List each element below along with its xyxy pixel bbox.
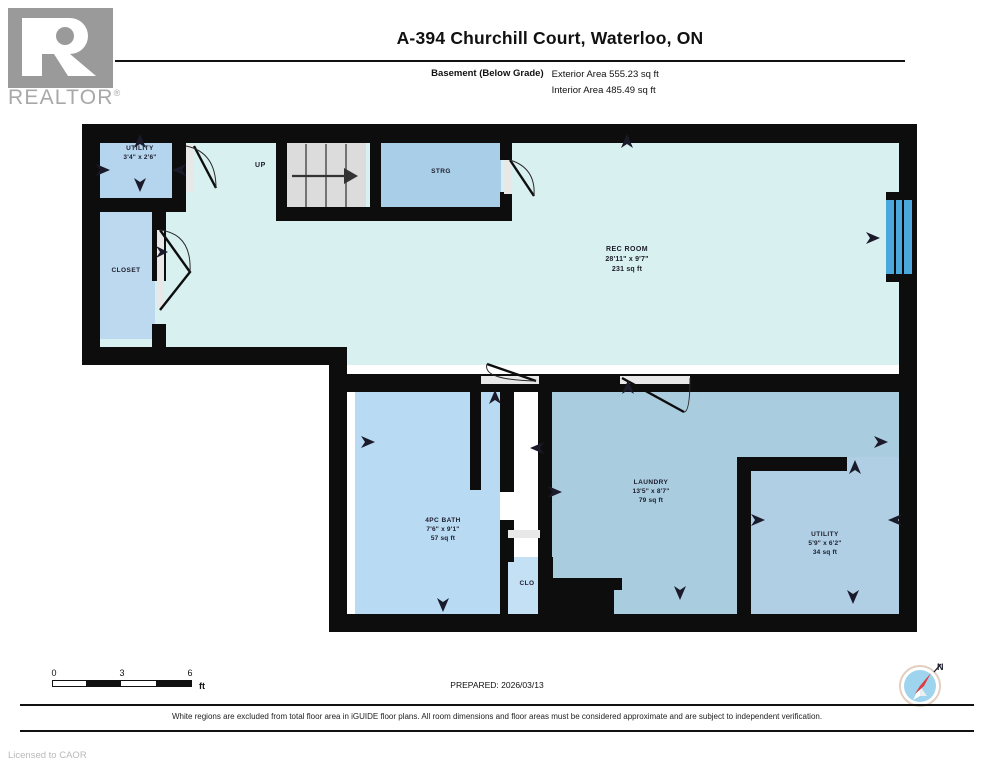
room-name: 4PC BATH bbox=[425, 517, 461, 524]
title-divider bbox=[115, 60, 905, 62]
wall-rec-bottom-left bbox=[82, 347, 347, 365]
compass-north-label: N bbox=[937, 662, 944, 672]
wall-storage-bottom bbox=[370, 207, 512, 221]
realtor-wordmark: REALTOR® bbox=[8, 86, 122, 110]
interior-area-label: Interior Area 485.49 sq ft bbox=[551, 84, 656, 96]
plan-subtitle: Basement (Below Grade) Exterior Area 555… bbox=[115, 67, 975, 98]
room-dimensions: 13'5" x 8'7" bbox=[632, 488, 670, 496]
utility-upper-floor bbox=[100, 142, 183, 199]
wall-closet-right-lower bbox=[152, 324, 166, 362]
realtor-logo-mark bbox=[8, 8, 113, 88]
wall-storage-left bbox=[370, 142, 381, 221]
scale-unit-label: ft bbox=[199, 681, 205, 691]
room-label-storage: STRG bbox=[431, 167, 451, 176]
room-name: STRG bbox=[431, 168, 451, 175]
room-dimensions: 5'9" x 6'2" bbox=[808, 540, 842, 548]
room-name: REC ROOM bbox=[605, 246, 649, 253]
scale-tick-6: 6 bbox=[187, 668, 193, 678]
room-name: UTILITY bbox=[811, 531, 839, 538]
wall-stairs-left bbox=[276, 142, 287, 221]
stairs-direction-label: UP bbox=[255, 162, 266, 169]
wall-utility-lower-left bbox=[737, 457, 751, 627]
door-closet bbox=[157, 229, 192, 311]
room-area: 79 sq ft bbox=[638, 497, 664, 505]
exterior-area-label: Exterior Area 555.23 sq ft bbox=[551, 69, 659, 80]
room-name: CLO bbox=[519, 580, 535, 587]
plan-footer: 0 3 6 ft PREPARED: 2026/03/13 N White re… bbox=[0, 642, 994, 768]
rec-room-floor bbox=[98, 142, 905, 365]
wall-bath-stub bbox=[470, 392, 481, 490]
floor-plan-drawing bbox=[82, 124, 917, 632]
door-bath bbox=[481, 362, 539, 384]
room-name: CLOSET bbox=[111, 267, 141, 274]
closet-floor bbox=[100, 211, 155, 339]
room-label-utility-upper: UTILITY 3'4" x 2'6" bbox=[123, 144, 156, 162]
wall-lower-bottom bbox=[329, 614, 917, 632]
door-laundry bbox=[620, 376, 691, 414]
room-name: UTILITY bbox=[126, 145, 154, 152]
scale-tick-3: 3 bbox=[119, 668, 125, 678]
room-area: 231 sq ft bbox=[611, 265, 643, 273]
door-utility-upper bbox=[185, 144, 218, 192]
licensed-to-label: Licensed to CAOR bbox=[8, 750, 87, 761]
footer-divider-top bbox=[20, 704, 974, 706]
door-storage bbox=[504, 159, 535, 197]
area-summary: Exterior Area 555.23 sq ft Interior Area… bbox=[552, 67, 659, 98]
storage-floor bbox=[381, 142, 501, 210]
window-right-wall bbox=[886, 192, 912, 282]
page-title: A-394 Churchill Court, Waterloo, ON bbox=[396, 28, 704, 48]
utility-lower-floor bbox=[750, 457, 905, 627]
prepared-date: PREPARED: 2026/03/13 bbox=[450, 680, 544, 690]
room-label-bath: 4PC BATH 7'6" x 9'1" 57 sq ft bbox=[425, 516, 461, 544]
wall-bath-right-lower bbox=[500, 520, 514, 562]
wall-clo-left bbox=[500, 557, 508, 627]
room-label-closet: CLOSET bbox=[111, 266, 140, 275]
compass-rose: N bbox=[893, 656, 951, 710]
stair-direction-arrow bbox=[292, 168, 358, 184]
room-label-rec-room: REC ROOM 28'11" x 9'7" 231 sq ft bbox=[605, 245, 648, 275]
wall-storage-right-top bbox=[500, 142, 512, 160]
wall-utility-lower-top bbox=[737, 457, 847, 471]
excluded-region-block bbox=[552, 586, 614, 622]
wall-utility-upper-bottom bbox=[82, 198, 186, 212]
wall-exterior-top bbox=[82, 124, 917, 143]
scale-segment-2 bbox=[156, 681, 191, 686]
room-dimensions: 7'6" x 9'1" bbox=[426, 526, 460, 534]
wall-laundry-bottom-step bbox=[552, 578, 622, 590]
wall-lower-right bbox=[899, 374, 917, 632]
scale-segment-1 bbox=[86, 681, 121, 686]
wall-clo-right bbox=[545, 557, 553, 627]
wall-lower-left bbox=[329, 374, 347, 632]
wall-storage-right-bottom bbox=[500, 192, 512, 220]
room-area: 57 sq ft bbox=[430, 535, 456, 543]
footer-divider-bottom bbox=[20, 730, 974, 732]
realtor-registered-mark: ® bbox=[113, 88, 122, 98]
realtor-r-glyph bbox=[22, 18, 96, 76]
dimension-arrows bbox=[96, 134, 902, 612]
wall-bath-right bbox=[500, 392, 514, 492]
room-label-utility-lower: UTILITY 5'9" x 6'2" 34 sq ft bbox=[808, 530, 841, 558]
room-area: 34 sq ft bbox=[812, 549, 838, 557]
compass-icon: N bbox=[899, 662, 944, 707]
door-clo bbox=[508, 530, 540, 538]
room-name: LAUNDRY bbox=[633, 479, 669, 486]
scale-tick-0: 0 bbox=[51, 668, 57, 678]
room-dimensions: 3'4" x 2'6" bbox=[123, 154, 157, 162]
realtor-logo: REALTOR® bbox=[8, 8, 120, 109]
room-label-clo: CLO bbox=[519, 579, 534, 588]
realtor-wordmark-text: REALTOR bbox=[8, 86, 114, 109]
wall-exterior-left bbox=[82, 124, 100, 362]
room-dimensions: 28'11" x 9'7" bbox=[605, 255, 649, 263]
floor-plan-canvas: UTILITY 3'4" x 2'6" CLOSET STRG REC ROOM… bbox=[0, 112, 994, 642]
scale-tick-labels: 0 3 6 bbox=[51, 668, 193, 680]
plan-header: REALTOR® A-394 Churchill Court, Waterloo… bbox=[0, 0, 994, 112]
scale-bar: 0 3 6 ft bbox=[51, 668, 205, 691]
page-title-block: A-394 Churchill Court, Waterloo, ON bbox=[115, 28, 985, 49]
wall-stairs-bottom bbox=[276, 207, 376, 221]
room-label-laundry: LAUNDRY 13'5" x 8'7" 79 sq ft bbox=[633, 478, 670, 506]
disclaimer-text: White regions are excluded from total fl… bbox=[171, 712, 823, 721]
floor-level-label: Basement (Below Grade) bbox=[431, 68, 544, 79]
scale-bar-track bbox=[52, 680, 192, 687]
